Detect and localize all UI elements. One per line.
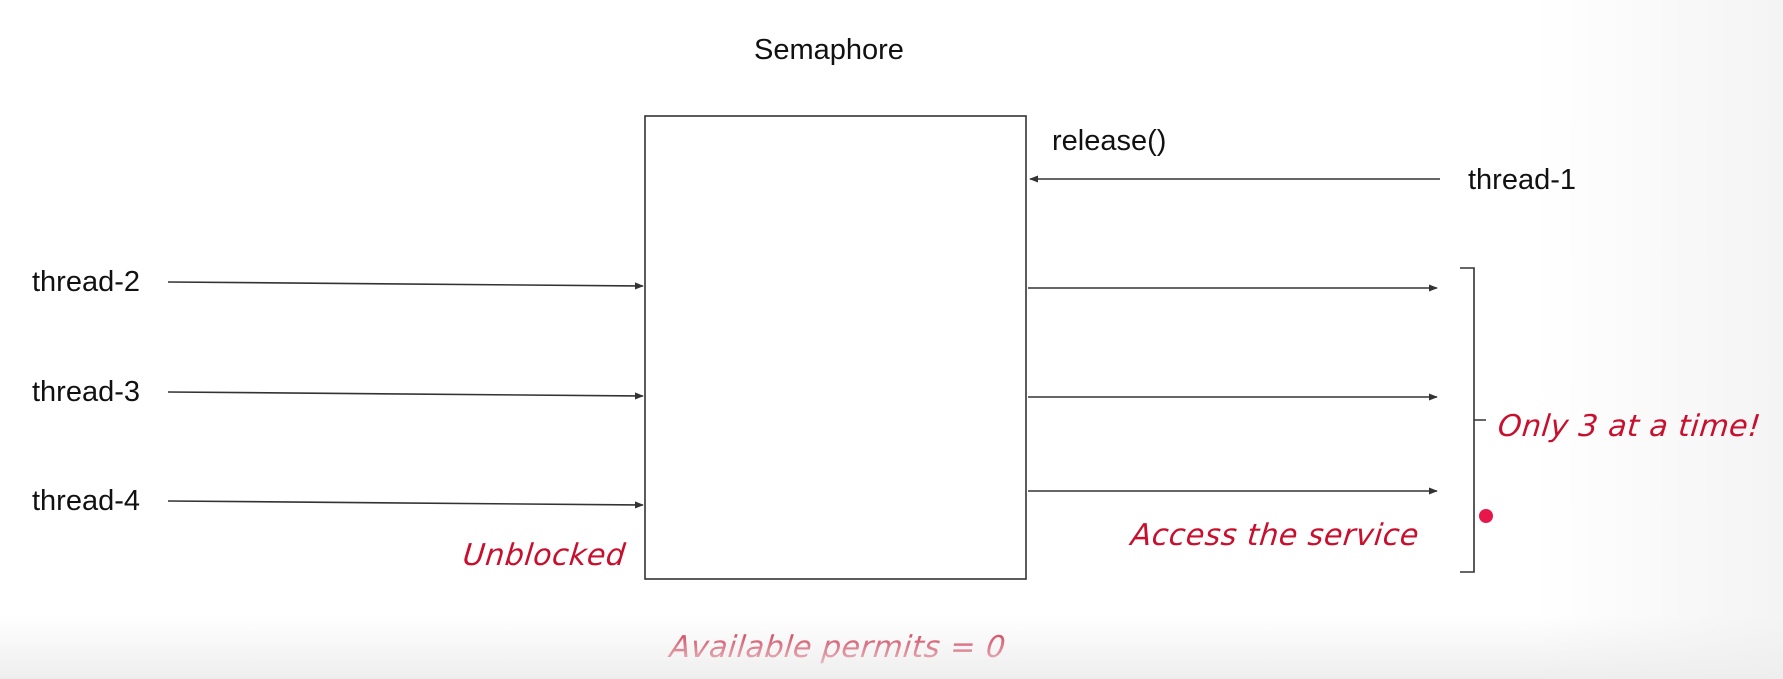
thread-3-arrow xyxy=(167,391,644,400)
thread-2-arrow xyxy=(167,281,644,290)
thread-4-label: thread-4 xyxy=(32,485,141,517)
diagram-title: Semaphore xyxy=(754,34,904,66)
thread-3-label: thread-3 xyxy=(32,376,141,408)
unblocked-note: Unblocked xyxy=(461,538,628,573)
group-bracket xyxy=(1460,267,1486,573)
available-permits-note: Available permits = 0 xyxy=(668,630,1008,665)
pointer-dot xyxy=(1479,509,1493,523)
thread-4-arrow xyxy=(167,500,644,509)
thread-1-label: thread-1 xyxy=(1468,164,1577,196)
semaphore-box xyxy=(644,115,1027,580)
access-service-note: Access the service xyxy=(1129,518,1421,553)
thread-2-label: thread-2 xyxy=(32,266,141,298)
limit-note: Only 3 at a time! xyxy=(1496,409,1763,444)
release-call-label: release() xyxy=(1052,125,1167,157)
